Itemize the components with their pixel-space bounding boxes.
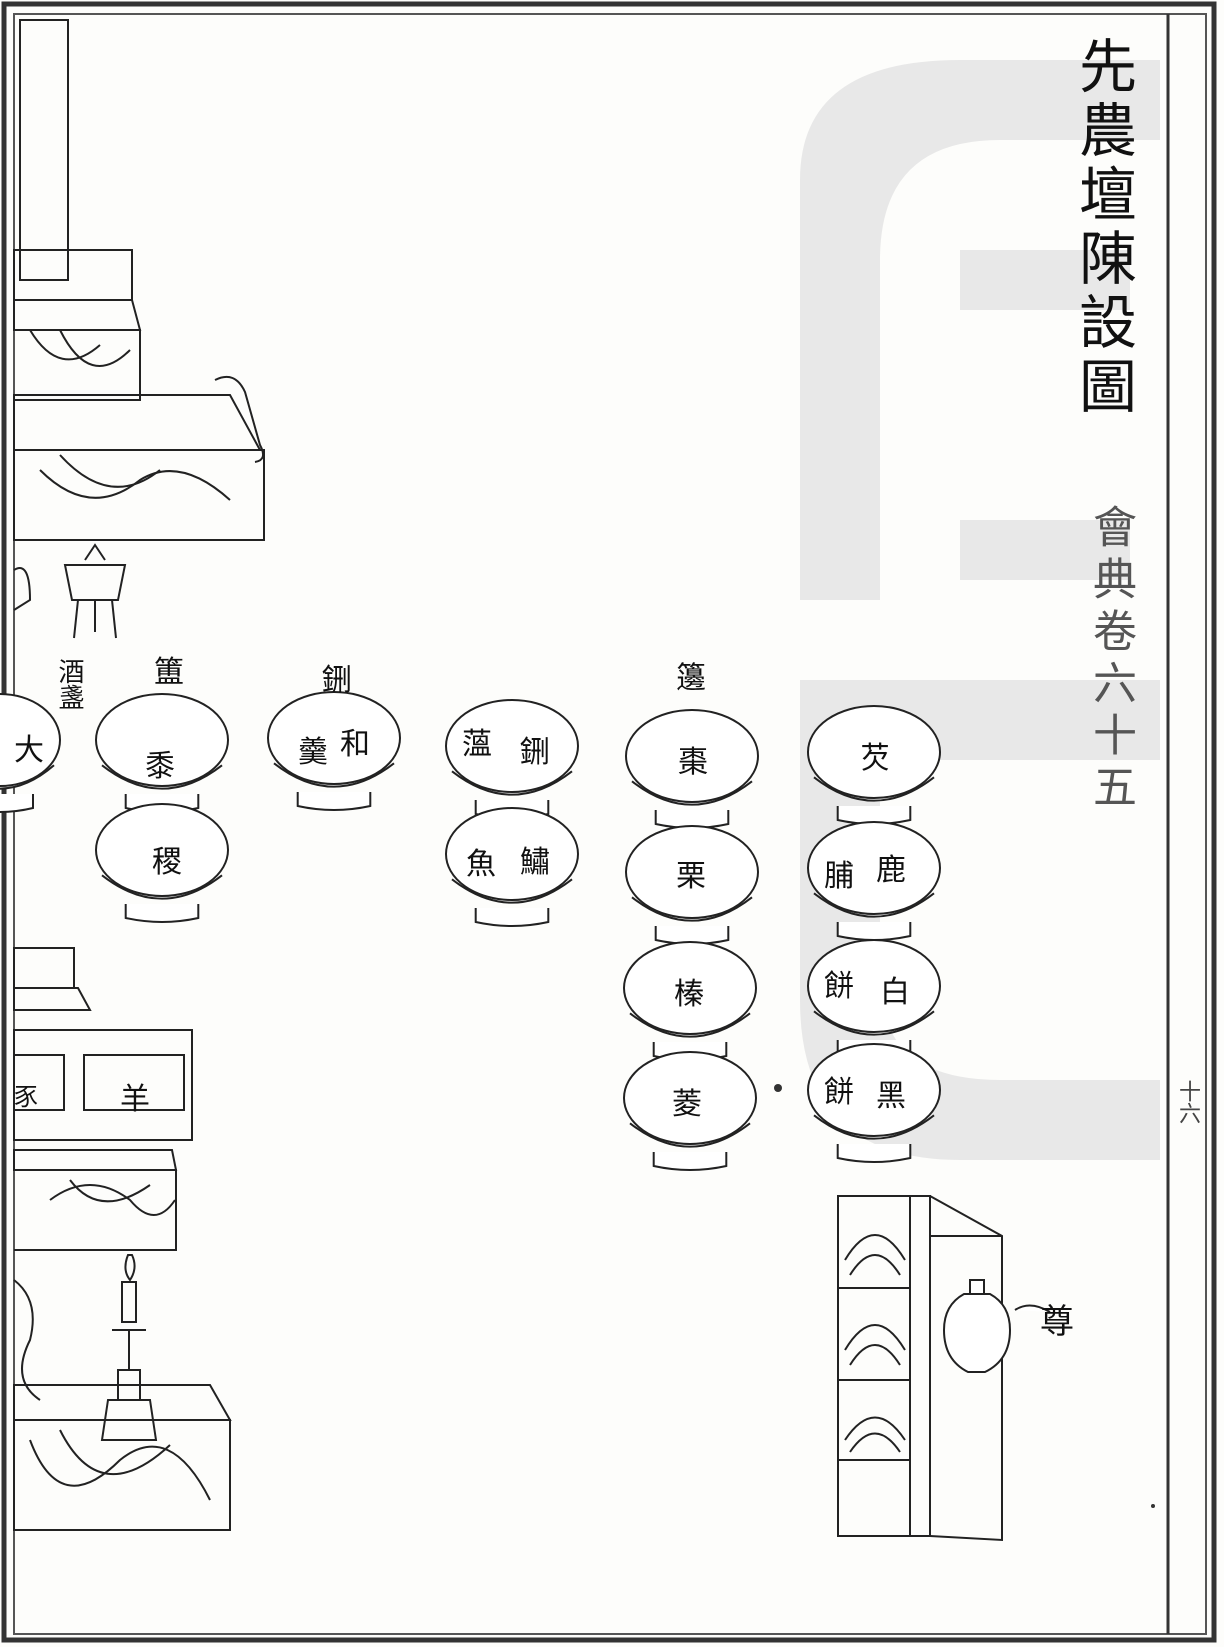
label-fu: 簠 [154,658,184,688]
offering-edge-label: 豕 [14,1085,38,1109]
dish-dou-b3-label: 榛 [674,980,704,1010]
spirit-tablet-shrine [14,20,140,400]
label-xing: 鉶 [322,666,352,696]
candlestick [102,1255,156,1440]
altar-table-upper [14,377,264,540]
dish-dou-c3-label-2: 餅 [824,972,854,1002]
offering-sheep-label: 羊 [120,1085,150,1115]
dish-dou-c4-label-2: 餅 [824,1078,854,1108]
edge-vessel-left [14,568,30,610]
label-jiu-zhan: 酒盞 [56,658,82,710]
dish-dou-b4-label: 菱 [672,1090,702,1120]
bowl-xing [268,692,400,810]
margin-page-number: 十六 [1176,1080,1198,1124]
offering-altar-lower [14,948,192,1250]
zun-vessel [944,1280,1050,1372]
dish-dou-a2-label-2: 魚 [466,850,496,880]
dish-dou-a2-label-1: 鱐 [520,848,550,878]
dish-dou-b2-label: 栗 [676,862,706,892]
dish-dou-c2-label-2: 脯 [824,862,854,892]
label-dou: 籩 [676,664,706,694]
dish-dou-c3-label-1: 白 [880,978,910,1008]
dish-fu-top-label: 黍 [145,752,175,782]
dish-dou-c1-label: 芡 [860,744,890,774]
dish-edge-label: 大 [14,736,44,766]
source-note: 會典卷六十五 [1088,504,1132,816]
dish-dou-b1-label: 棗 [678,748,708,778]
dish-fu-bottom-label: 稷 [152,848,182,878]
dish-dou-a1-label-1: 鉶 [520,738,550,768]
dish-dou-c4-label-1: 黑 [876,1082,906,1112]
dish-dou-c2-label-1: 鹿 [876,856,906,886]
incense-burner [65,545,125,638]
zun-label: 尊 [1040,1305,1074,1339]
dish-dou-a1-label-2: 薀 [462,730,492,760]
dish-xing-label-1: 和 [340,730,370,760]
page-title: 先農壇陳設圖 [1074,36,1132,420]
dish-xing-label-2: 羹 [298,738,328,768]
